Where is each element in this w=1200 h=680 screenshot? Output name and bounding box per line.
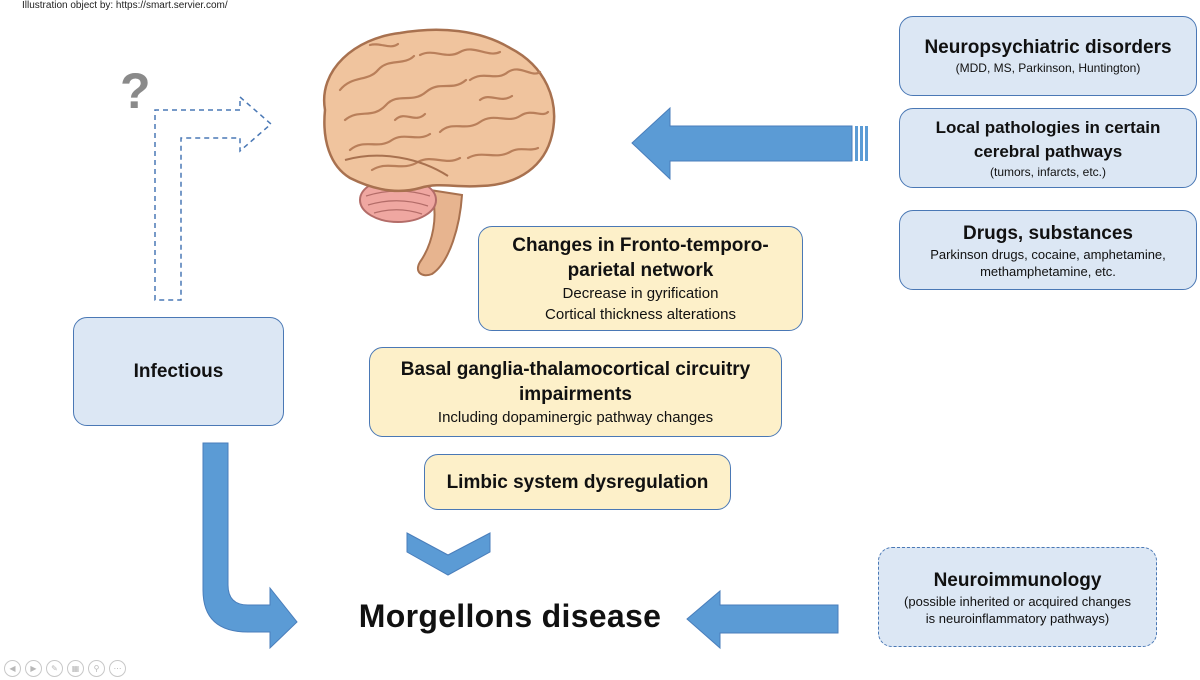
box-title-line1: Basal ganglia-thalamocortical circuitry [400, 358, 751, 380]
slides-icon[interactable]: ▦ [67, 660, 84, 677]
box-subtitle-line1: Parkinson drugs, cocaine, amphetamine, [930, 246, 1166, 262]
box-title-line1: Changes in Fronto-temporo- [512, 234, 769, 256]
box-title: Limbic system dysregulation [446, 471, 709, 493]
chevron-down-arrow [406, 532, 491, 576]
slideshow-controls: ◀ ▶ ✎ ▦ ⚲ ⋯ [4, 660, 126, 677]
box-title-line2: impairments [519, 383, 632, 405]
more-icon[interactable]: ⋯ [109, 660, 126, 677]
neuroimmunology-box: Neuroimmunology (possible inherited or a… [878, 547, 1157, 647]
infectious-box: Infectious [73, 317, 284, 426]
zoom-icon[interactable]: ⚲ [88, 660, 105, 677]
box-title: Infectious [133, 360, 224, 382]
box-title: Neuroimmunology [933, 569, 1102, 591]
question-mark-icon: ? [120, 63, 151, 119]
box-subtitle: (tumors, infarcts, etc.) [989, 164, 1107, 179]
box-subtitle: (MDD, MS, Parkinson, Huntington) [955, 61, 1141, 75]
box-detail-line1: (possible inherited or acquired changes [904, 593, 1131, 609]
fronto-temporo-parietal-box: Changes in Fronto-temporo- parietal netw… [478, 226, 803, 331]
box-detail-line1: Decrease in gyrification [562, 284, 719, 302]
neuropsychiatric-disorders-box: Neuropsychiatric disorders (MDD, MS, Par… [899, 16, 1197, 96]
nav-forward-icon[interactable]: ▶ [25, 660, 42, 677]
box-title-line2: parietal network [567, 259, 714, 281]
box-title-line2: cerebral pathways [973, 141, 1123, 161]
credit-text: Illustration object by: https://smart.se… [22, 0, 228, 11]
box-detail-line1: Including dopaminergic pathway changes [437, 408, 714, 426]
arrow-to-brain [631, 106, 853, 181]
local-pathologies-box: Local pathologies in certain cerebral pa… [899, 108, 1197, 188]
limbic-system-box: Limbic system dysregulation [424, 454, 731, 510]
box-subtitle-line2: methamphetamine, etc. [980, 263, 1116, 279]
dashed-bent-arrow [154, 95, 273, 301]
box-detail-line2: Cortical thickness alterations [545, 305, 736, 323]
arrow-infectious-to-disease [202, 442, 298, 650]
box-title: Drugs, substances [963, 222, 1133, 244]
pen-icon[interactable]: ✎ [46, 660, 63, 677]
arrow-neuroimmunology-to-disease [686, 589, 839, 650]
box-title-line1: Local pathologies in certain [935, 117, 1161, 137]
morgellons-disease-title: Morgellons disease [358, 598, 662, 634]
box-title: Neuropsychiatric disorders [924, 37, 1172, 58]
box-detail-line2: is neuroinflammatory pathways) [925, 610, 1110, 626]
basal-ganglia-box: Basal ganglia-thalamocortical circuitry … [369, 347, 782, 437]
drugs-substances-box: Drugs, substances Parkinson drugs, cocai… [899, 210, 1197, 290]
nav-back-icon[interactable]: ◀ [4, 660, 21, 677]
brain-illustration [322, 28, 556, 277]
